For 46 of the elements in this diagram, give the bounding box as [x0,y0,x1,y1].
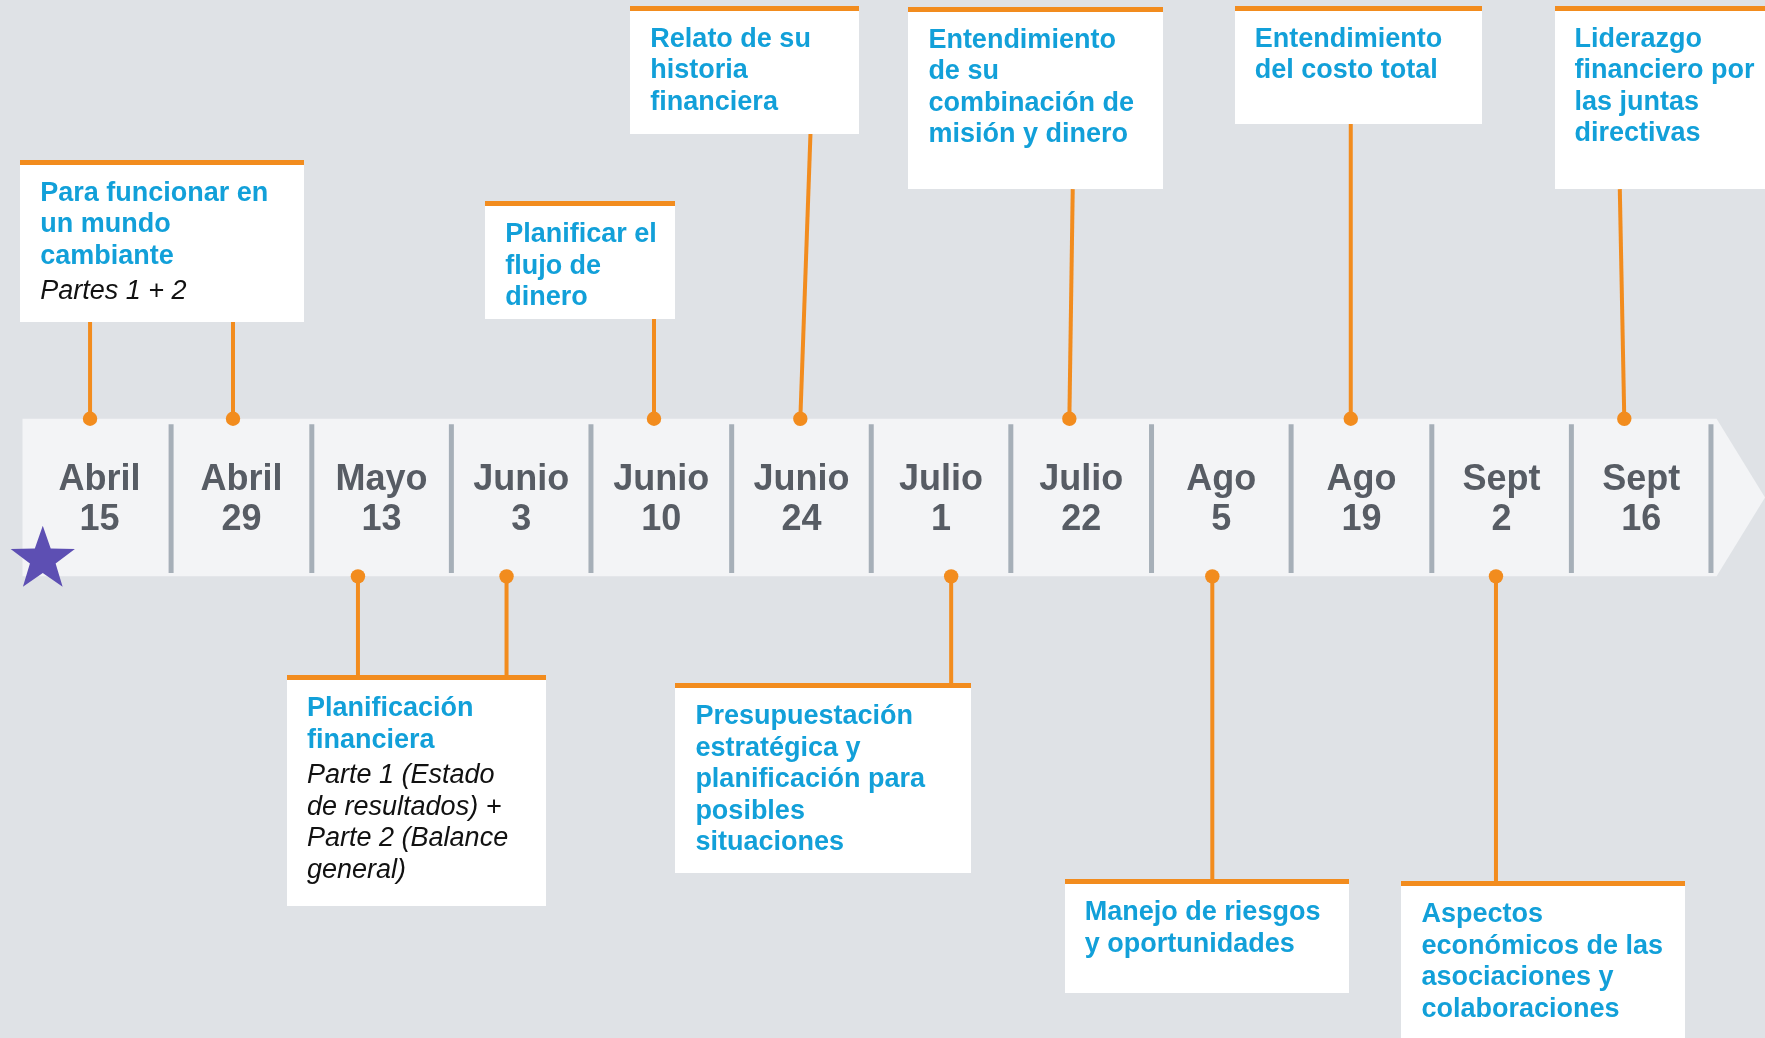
event-title: Planificar el flujo de dinero [505,218,658,313]
event-note: Partes 1 + 2 [40,275,188,307]
date-label: Abril 29 [200,457,283,538]
leader-line [1205,569,1220,880]
leader-line [225,321,241,426]
date-label: Julio 22 [1039,457,1124,538]
event-card [1064,879,1349,993]
event-card [485,201,676,319]
leader-line [646,318,662,426]
date-label: Ago 5 [1186,457,1257,538]
date-label: Ago 19 [1326,457,1397,538]
date-label: Abril 15 [58,457,141,538]
event-title: Entendimiento del costo total [1254,22,1444,86]
event-title: Relato de su historia financiera [650,22,812,118]
date-label: Junio 3 [473,457,570,538]
event-title: Entendimiento de su combinación de misión y dinero [928,23,1135,150]
event-note: Parte 1 (Estado de resultados) + Parte 2 (Balance general) [307,759,510,886]
leader-line [499,569,514,676]
event-card [20,159,304,322]
event-title: Planificación financiera [307,692,475,756]
event-card [1554,5,1765,190]
event-card [1234,5,1483,124]
leader-line [1343,123,1358,426]
leader-line [1062,189,1077,426]
date-label: Mayo 13 [335,457,428,538]
leader-line [1488,569,1504,882]
date-label: Sept 2 [1462,457,1541,538]
leader-line [793,133,813,426]
date-label: Sept 16 [1602,457,1681,538]
leader-line [1617,189,1632,426]
event-card [1401,881,1686,1038]
event-card [630,5,859,134]
event-title: Liderazgo financiero por las juntas directivas [1574,22,1756,149]
date-label: Julio 1 [899,457,983,538]
date-label: Junio 24 [753,457,850,538]
event-title: Manejo de riesgos y oportunidades [1084,896,1322,960]
event-card [287,675,546,907]
event-title: Aspectos económicos de las asociaciones y colaboraciones [1421,898,1664,1025]
event-card [908,6,1163,190]
event-card [675,683,972,874]
leader-line [943,569,959,684]
date-label: Junio 10 [613,457,710,538]
event-title: Para funcionar en un mundo cambiante [40,176,270,272]
leader-line [82,321,98,426]
event-title: Presupuestación estratégica y planificación para posibles situaciones [695,700,927,858]
leader-line [350,569,366,676]
